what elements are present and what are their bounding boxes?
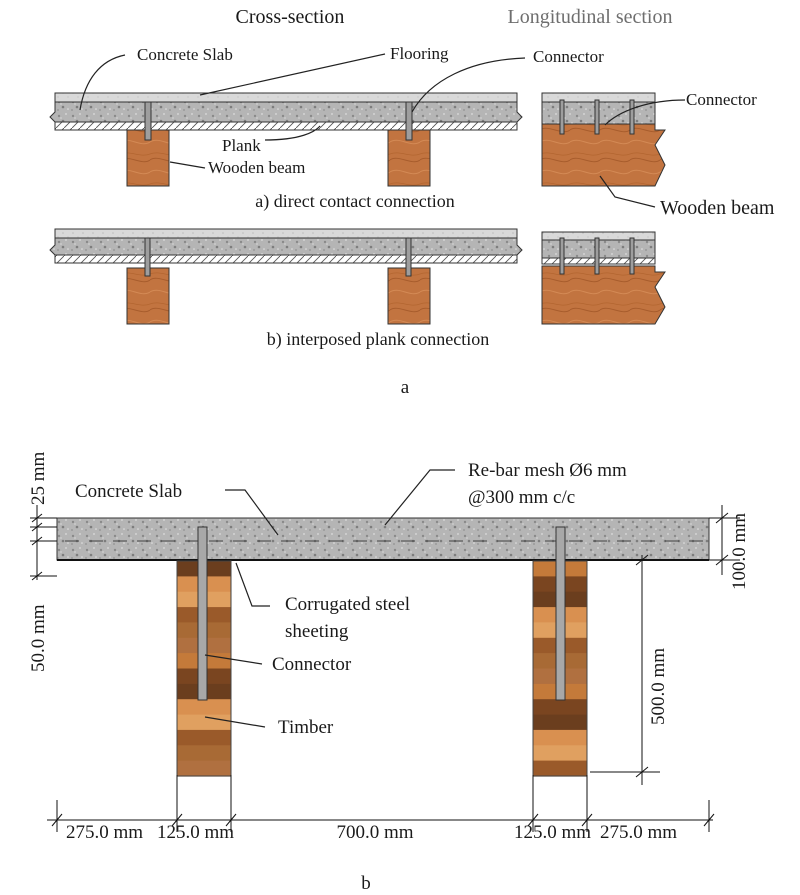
concrete-slab-b-panel bbox=[56, 517, 710, 561]
leader-corrugated bbox=[235, 562, 270, 607]
timber-layer bbox=[177, 760, 231, 777]
long-connector-b3 bbox=[629, 237, 635, 275]
flooring-layer bbox=[54, 92, 518, 103]
label-connector-long: Connector bbox=[686, 90, 757, 109]
connector-left bbox=[144, 101, 152, 141]
timber-layer bbox=[533, 745, 587, 762]
tick-b4 bbox=[527, 813, 539, 827]
tick-b2 bbox=[171, 813, 183, 827]
dimension-bottom-horizontal: 275.0 mm 125.0 mm 700.0 mm 125.0 mm 275.… bbox=[47, 775, 715, 843]
dim-275-right: 275.0 mm bbox=[600, 822, 677, 843]
leader-concrete-slab bbox=[79, 54, 126, 111]
cross-section-plank bbox=[49, 228, 523, 325]
dim-25-mm: 25 mm bbox=[28, 451, 49, 505]
tick-b5 bbox=[581, 813, 593, 827]
timber-layer bbox=[177, 714, 231, 731]
dim-275-left: 275.0 mm bbox=[66, 822, 143, 843]
longitudinal-direct bbox=[541, 92, 666, 187]
concrete-slab-b bbox=[49, 237, 523, 256]
tick-500-bottom bbox=[635, 766, 649, 778]
label-corrugated-line2: sheeting bbox=[285, 621, 349, 642]
wooden-beam-right-b bbox=[387, 267, 431, 325]
header-longitudinal-section: Longitudinal section bbox=[508, 6, 673, 28]
header-cross-section: Cross-section bbox=[236, 6, 345, 28]
connector-left-b bbox=[144, 237, 151, 277]
long-connector-1 bbox=[559, 99, 565, 135]
long-connector-2 bbox=[594, 99, 600, 135]
tick-1 bbox=[31, 513, 43, 523]
leader-connector-b bbox=[204, 654, 263, 665]
longitudinal-plank bbox=[541, 231, 666, 325]
tick-b3 bbox=[225, 813, 237, 827]
cross-section-direct bbox=[49, 92, 523, 187]
leader-rebar bbox=[384, 469, 455, 526]
timber-layer bbox=[177, 729, 231, 746]
label-corrugated-line1: Corrugated steel bbox=[285, 594, 410, 615]
tick-r2 bbox=[715, 554, 729, 566]
tick-r1 bbox=[715, 512, 729, 524]
label-timber: Timber bbox=[278, 717, 334, 738]
label-flooring: Flooring bbox=[390, 44, 449, 63]
figure-letter-b: b bbox=[361, 873, 371, 894]
tick-b6 bbox=[703, 813, 715, 827]
leader-concrete-slab-b bbox=[225, 489, 279, 536]
long-connector-b2 bbox=[594, 237, 600, 275]
plank-layer-b bbox=[54, 254, 518, 264]
dimension-right-vertical: 100.0 mm 500.0 mm bbox=[590, 505, 750, 785]
long-wooden-beam-b bbox=[541, 265, 666, 325]
plank-layer bbox=[54, 121, 518, 131]
concrete-slab bbox=[49, 101, 523, 123]
leader-plank bbox=[264, 125, 321, 141]
tick-3 bbox=[31, 536, 43, 546]
dim-100-mm: 100.0 mm bbox=[729, 513, 750, 590]
panel-b: Concrete Slab Re-bar mesh Ø6 mm @300 mm … bbox=[28, 451, 750, 894]
tick-4 bbox=[31, 571, 43, 581]
label-wooden-beam-a: Wooden beam bbox=[208, 158, 305, 177]
label-rebar-line1: Re-bar mesh Ø6 mm bbox=[468, 460, 627, 481]
long-connector-3 bbox=[629, 99, 635, 135]
timber-right bbox=[532, 560, 588, 777]
caption-direct-contact: a) direct contact connection bbox=[255, 191, 454, 212]
leader-connector bbox=[411, 57, 526, 113]
dim-50-mm: 50.0 mm bbox=[28, 604, 49, 672]
label-connector-panel-b: Connector bbox=[272, 654, 352, 675]
panel-a: Cross-section Longitudinal section bbox=[49, 6, 775, 398]
timber-layer bbox=[533, 760, 587, 777]
leader-wooden-beam-long bbox=[599, 175, 656, 208]
tick-b1 bbox=[51, 813, 63, 827]
connector-left-panel-b bbox=[197, 526, 208, 701]
timber-layer bbox=[533, 699, 587, 716]
label-connector-a: Connector bbox=[533, 47, 604, 66]
leader-connector-long bbox=[604, 99, 686, 126]
connector-right-panel-b bbox=[555, 526, 566, 701]
label-concrete-slab-a: Concrete Slab bbox=[137, 45, 233, 64]
figure-letter-a: a bbox=[401, 377, 410, 398]
dim-125-left: 125.0 mm bbox=[157, 822, 234, 843]
dim-125-right: 125.0 mm bbox=[514, 822, 591, 843]
timber-layer bbox=[177, 745, 231, 762]
leader-wooden-beam bbox=[169, 161, 206, 169]
dim-700: 700.0 mm bbox=[336, 822, 413, 843]
leader-flooring bbox=[199, 53, 386, 96]
long-connector-b1 bbox=[559, 237, 565, 275]
dimension-left-vertical: 25 mm 50.0 mm bbox=[28, 451, 57, 672]
label-wooden-beam-long: Wooden beam bbox=[660, 197, 775, 219]
flooring-layer-b bbox=[54, 228, 518, 239]
wooden-beam-left-b bbox=[126, 267, 170, 325]
caption-interposed-plank: b) interposed plank connection bbox=[267, 329, 489, 350]
tick-500-top bbox=[635, 554, 649, 566]
connector-right bbox=[405, 101, 413, 141]
timber-layer bbox=[533, 714, 587, 731]
long-wooden-beam bbox=[541, 123, 666, 187]
dim-500-mm: 500.0 mm bbox=[648, 648, 669, 725]
connector-right-b bbox=[405, 237, 412, 277]
timber-layer bbox=[177, 699, 231, 716]
label-concrete-slab-panel-b: Concrete Slab bbox=[75, 481, 182, 502]
label-rebar-line2: @300 mm c/c bbox=[468, 487, 575, 508]
timber-layer bbox=[533, 729, 587, 746]
label-plank: Plank bbox=[222, 136, 261, 155]
tick-2 bbox=[31, 522, 43, 532]
leader-timber bbox=[204, 716, 266, 728]
